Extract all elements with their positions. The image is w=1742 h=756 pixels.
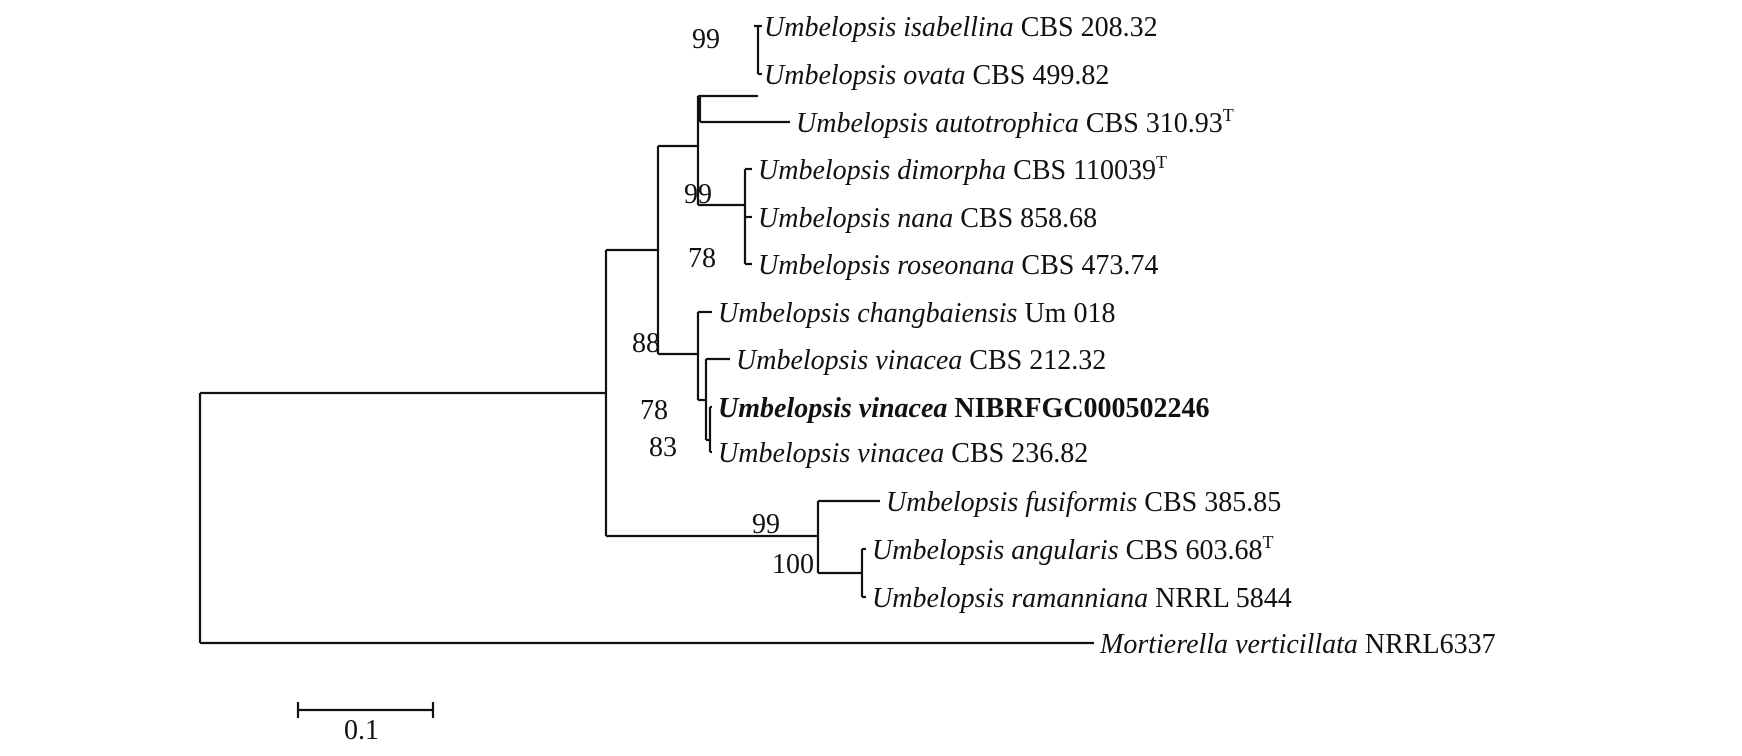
bootstrap-value: 99 [692,24,720,55]
tip-species: vinacea [857,438,944,469]
tip-label: Umbelopsis ovata CBS 499.82 [764,60,1109,91]
tip-label: Mortierella verticillata NRRL6337 [1099,629,1496,660]
tip-species: changbaiensis [857,298,1017,329]
tip-species: verticillata [1235,629,1358,660]
tip-species: fusiformis [1025,487,1137,518]
type-strain-marker: T [1156,152,1167,172]
bootstrap-labels: 99 99 78 88 78 83 99 100 [632,24,814,580]
tip-genus: Umbelopsis [758,155,897,186]
tip-species: ramanniana [1011,583,1148,614]
tip-label: Umbelopsis nana CBS 858.68 [758,203,1097,234]
tip-label: Umbelopsis roseonana CBS 473.74 [758,250,1158,281]
tip-strain: NRRL6337 [1358,629,1496,660]
tip-strain: CBS 208.32 [1014,12,1158,43]
tip-strain: CBS 212.32 [962,345,1106,376]
tip-genus: Umbelopsis [796,108,935,139]
bootstrap-value: 78 [688,243,716,274]
tip-species: nana [897,203,953,234]
tip-strain: CBS 473.74 [1014,250,1158,281]
tip-label: Umbelopsis fusiformis CBS 385.85 [886,487,1281,518]
tip-genus: Umbelopsis [718,298,857,329]
bootstrap-value: 99 [752,509,780,540]
tip-species: roseonana [897,250,1014,281]
tip-species: vinacea [859,393,948,424]
tip-label: Umbelopsis vinacea CBS 236.82 [718,438,1088,469]
tip-strain: CBS 110039 [1006,155,1156,186]
tip-genus: Umbelopsis [764,60,903,91]
tip-genus: Umbelopsis [758,203,897,234]
tip-species: dimorpha [897,155,1006,186]
tip-strain: CBS 310.93 [1079,108,1223,139]
tip-strain: NRRL 5844 [1148,583,1292,614]
tip-strain: CBS 858.68 [953,203,1097,234]
tip-strain: CBS 499.82 [965,60,1109,91]
tip-genus: Umbelopsis [758,250,897,281]
tip-species: autotrophica [935,108,1079,139]
tip-label: Umbelopsis angularis CBS 603.68T [872,532,1274,566]
tip-strain: CBS 236.82 [944,438,1088,469]
tip-genus: Umbelopsis [718,438,857,469]
tip-genus: Umbelopsis [872,535,1011,566]
tip-genus: Mortierella [1099,629,1235,660]
type-strain-marker: T [1223,105,1234,125]
tip-label: Umbelopsis vinacea NIBRFGC000502246 [718,393,1210,424]
type-strain-marker: T [1263,532,1274,552]
tip-genus: Umbelopsis [764,12,903,43]
tip-strain: Um 018 [1017,298,1115,329]
tip-label: Umbelopsis isabellina CBS 208.32 [764,12,1158,43]
tip-strain: CBS 603.68 [1119,535,1263,566]
tip-species: ovata [903,60,965,91]
tip-strain: NIBRFGC000502246 [947,393,1209,424]
tip-label: Umbelopsis dimorpha CBS 110039T [758,152,1167,186]
tip-genus: Umbelopsis [872,583,1011,614]
tip-labels: Umbelopsis isabellina CBS 208.32Umbelops… [718,12,1496,660]
tip-label: Umbelopsis ramanniana NRRL 5844 [872,583,1292,614]
tip-label: Umbelopsis vinacea CBS 212.32 [736,345,1106,376]
tip-strain: CBS 385.85 [1137,487,1281,518]
bootstrap-value: 88 [632,328,660,359]
tip-species: angularis [1011,535,1118,566]
bootstrap-value: 78 [640,395,668,426]
tip-label: Umbelopsis changbaiensis Um 018 [718,298,1115,329]
tree-branches [198,24,1094,645]
tip-label: Umbelopsis autotrophica CBS 310.93T [796,105,1234,139]
bootstrap-value: 99 [684,179,712,210]
tip-genus: Umbelopsis [736,345,875,376]
bootstrap-value: 83 [649,432,677,463]
tip-species: isabellina [903,12,1013,43]
scale-bar-label: 0.1 [344,715,379,746]
scale-bar: 0.1 [296,702,435,746]
bootstrap-value: 100 [772,549,814,580]
tip-genus: Umbelopsis [886,487,1025,518]
tip-species: vinacea [875,345,962,376]
tip-genus: Umbelopsis [718,393,859,424]
